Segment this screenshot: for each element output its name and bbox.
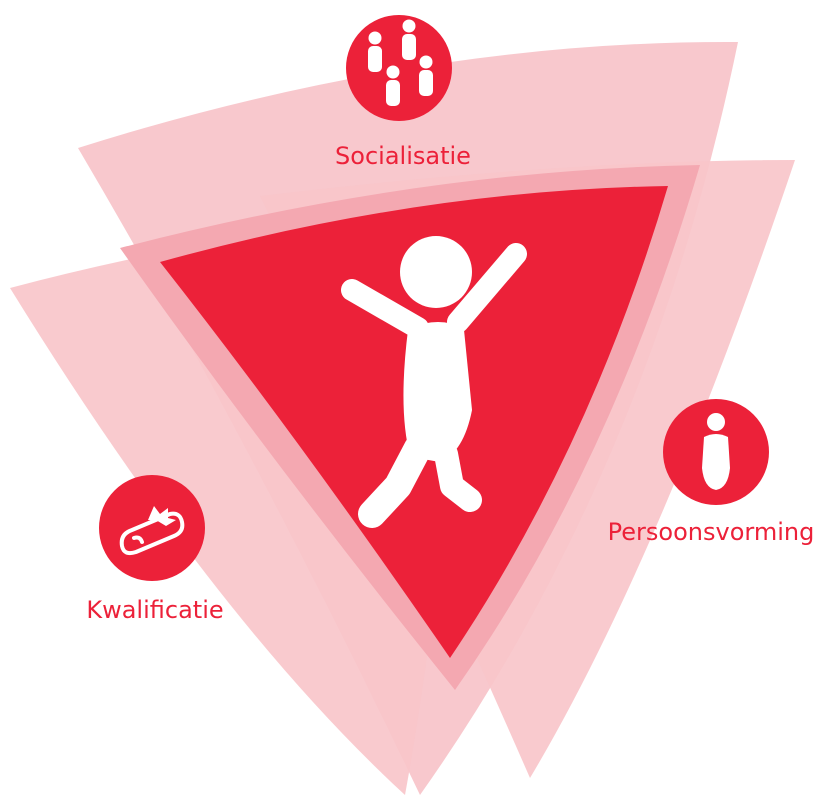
label-kwalificatie: Kwalificatie	[86, 596, 223, 624]
jumping-child-icon	[341, 236, 527, 528]
diploma-scroll-icon	[99, 475, 205, 581]
label-socialisatie: Socialisatie	[335, 142, 471, 170]
label-persoonsvorming: Persoonsvorming	[608, 518, 815, 546]
people-group-icon	[346, 15, 452, 121]
person-icon	[663, 399, 769, 505]
